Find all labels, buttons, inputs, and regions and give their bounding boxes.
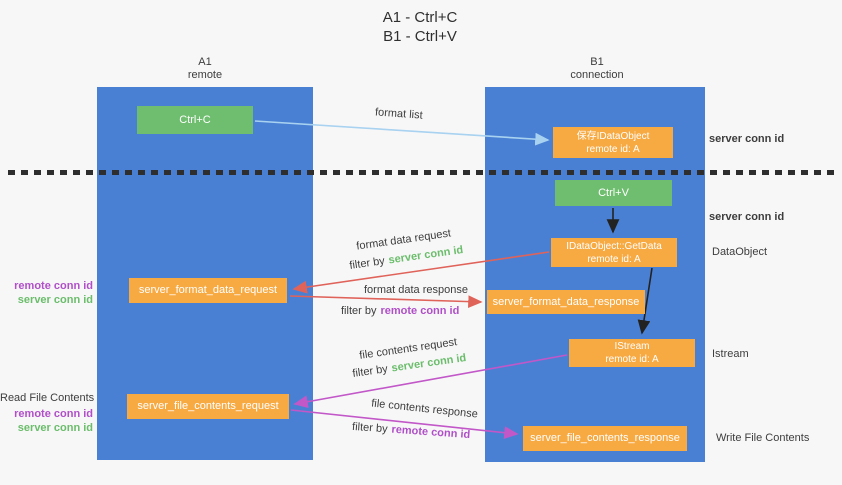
server-format-data-response-box: server_format_data_response	[487, 290, 645, 314]
left-conn-ids-group-1: remote conn id server conn id	[0, 279, 93, 307]
server-conn-id-annotation-1: server conn id	[17, 294, 93, 306]
filter-by-text: filter by	[341, 305, 377, 317]
format-data-response-label: format data response	[364, 284, 468, 296]
dataobject-annotation: DataObject	[712, 246, 768, 258]
server-file-contents-request-box: server_file_contents_request	[127, 394, 289, 419]
ctrl-c-label: Ctrl+C	[179, 113, 211, 126]
lifeline-a1-name: A1	[198, 56, 212, 68]
filter-by-text: filter by	[351, 420, 388, 436]
istream-line1: IStream	[614, 341, 650, 352]
server-conn-id-annotation-2: server conn id	[17, 422, 93, 434]
server-conn-id-text: server conn id	[387, 244, 464, 267]
left-conn-ids-group-2: remote conn id server conn id	[0, 407, 93, 435]
server-conn-id-annotation-top: server conn id	[709, 133, 785, 145]
write-file-contents-annotation: Write File Contents	[716, 432, 810, 444]
server-conn-id-annotation-mid: server conn id	[709, 211, 785, 223]
getdata-line2: remote id: A	[587, 253, 641, 265]
lifeline-header-a1: A1 remote	[145, 56, 265, 82]
istream-box: IStream remote id: A	[569, 339, 695, 367]
server-format-data-request-box: server_format_data_request	[129, 278, 287, 303]
lifeline-b1-role: connection	[570, 69, 624, 81]
format-data-response-arrow	[289, 295, 483, 308]
remote-conn-id-text: remote conn id	[391, 423, 471, 442]
idataobject-getdata-box: IDataObject::GetData remote id: A	[551, 238, 677, 267]
ctrl-v-action-box: Ctrl+V	[555, 180, 672, 206]
server-file-contents-response-label: server_file_contents_response	[530, 432, 680, 444]
file-contents-response-label: file contents response	[370, 397, 479, 421]
lifeline-a1-role: remote	[187, 69, 223, 81]
ctrl-c-action-box: Ctrl+C	[137, 106, 253, 134]
filter-by-text: filter by	[351, 363, 389, 380]
server-format-data-request-label: server_format_data_request	[138, 284, 278, 296]
istream-annotation: Istream	[712, 348, 749, 360]
lifeline-b1-name: B1	[590, 56, 604, 68]
read-file-contents-annotation: Read File Contents	[0, 392, 95, 404]
title-line-1: A1 - Ctrl+C	[382, 9, 458, 26]
server-format-data-response-label: server_format_data_response	[492, 295, 640, 308]
remote-conn-id-text: remote conn id	[380, 305, 460, 317]
save-idataobject-box: 保存IDataObject remote id: A	[553, 127, 673, 158]
save-idataobject-line2: remote id: A	[586, 143, 640, 155]
server-file-contents-response-box: server_file_contents_response	[523, 426, 687, 451]
remote-conn-id-annotation-1: remote conn id	[14, 280, 93, 292]
server-file-contents-request-label: server_file_contents_request	[137, 400, 279, 412]
save-idataobject-line1: 保存IDataObject	[576, 130, 650, 142]
istream-line2: remote id: A	[605, 354, 659, 365]
getdata-line1: IDataObject::GetData	[566, 240, 662, 252]
lifeline-header-b1: B1 connection	[537, 56, 657, 82]
title-line-2: B1 - Ctrl+V	[383, 28, 457, 45]
format-list-label: format list	[374, 106, 424, 122]
filter-by-text: filter by	[348, 255, 386, 272]
machine-boundary-dotted-line	[8, 170, 834, 175]
diagram-title: A1 - Ctrl+C B1 - Ctrl+V	[320, 8, 520, 46]
ctrl-v-label: Ctrl+V	[598, 186, 629, 199]
remote-conn-id-annotation-2: remote conn id	[14, 408, 93, 420]
